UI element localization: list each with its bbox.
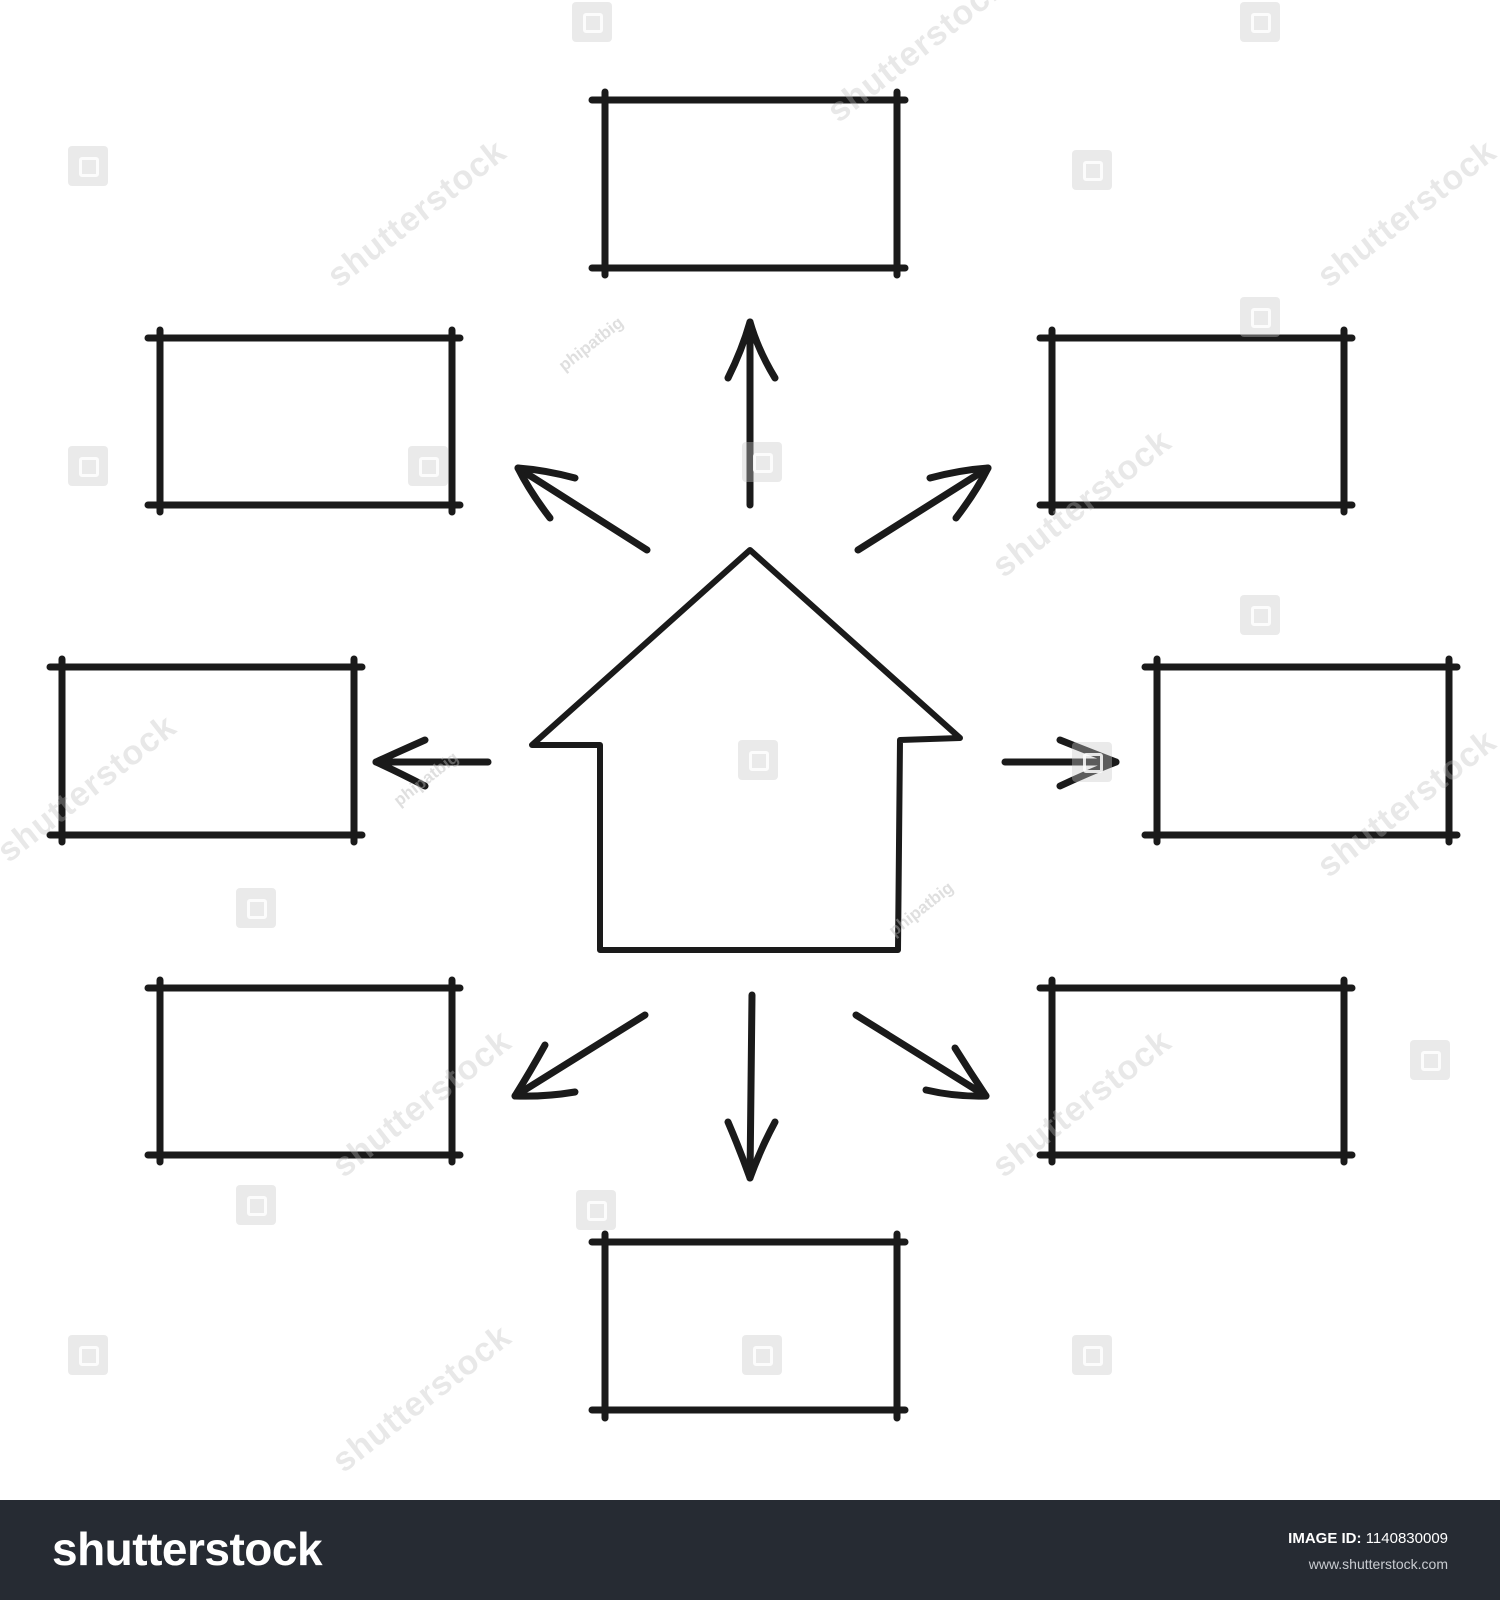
arrow-up-right bbox=[854, 464, 992, 554]
footer-image-id: IMAGE ID: 1140830009 bbox=[1288, 1530, 1448, 1547]
box-right bbox=[1141, 655, 1461, 846]
box-left bbox=[46, 655, 366, 846]
arrow-down bbox=[724, 991, 779, 1182]
box-top bbox=[588, 88, 909, 279]
stock-footer-bar: shutterstock IMAGE ID: 1140830009 www.sh… bbox=[0, 1500, 1500, 1600]
box-top-right bbox=[1036, 326, 1356, 516]
footer-url[interactable]: www.shutterstock.com bbox=[1308, 1556, 1448, 1572]
box-bottom-right bbox=[1036, 976, 1356, 1166]
arrow-up-left bbox=[514, 464, 651, 554]
image-id-value: 1140830009 bbox=[1365, 1530, 1448, 1547]
arrow-up bbox=[724, 318, 779, 509]
arrow-left bbox=[372, 736, 492, 790]
box-bottom bbox=[588, 1230, 909, 1422]
arrow-right bbox=[1001, 736, 1120, 790]
image-id-label: IMAGE ID: bbox=[1288, 1530, 1362, 1547]
house-icon bbox=[529, 547, 963, 953]
arrow-down-left bbox=[511, 1011, 649, 1100]
mind-map-diagram bbox=[46, 88, 1461, 1422]
box-top-left bbox=[144, 326, 464, 516]
arrow-down-right bbox=[852, 1011, 990, 1100]
footer-logo[interactable]: shutterstock bbox=[52, 1523, 323, 1575]
box-bottom-left bbox=[144, 976, 464, 1166]
